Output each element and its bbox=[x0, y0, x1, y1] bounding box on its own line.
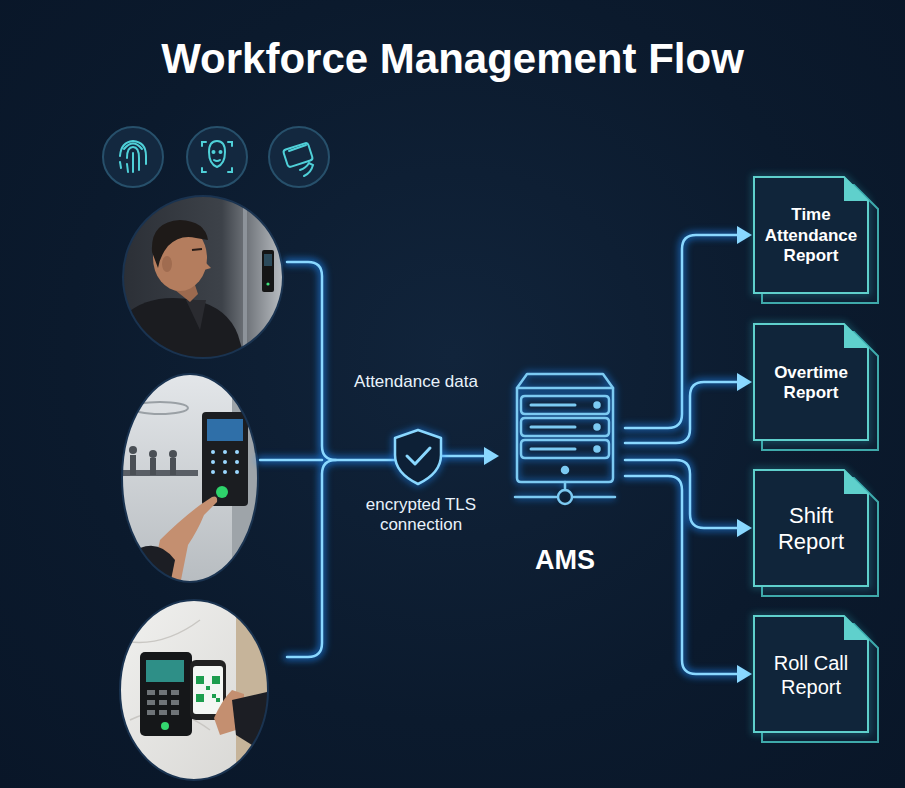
server-part bbox=[521, 440, 609, 458]
server-part bbox=[517, 387, 613, 390]
document-fold bbox=[844, 177, 868, 201]
photo-frame bbox=[122, 374, 258, 582]
connector-line bbox=[625, 382, 739, 443]
flow-label: Attendance data bbox=[351, 372, 481, 392]
node-text: Overtime Report bbox=[758, 330, 864, 436]
report-title: Roll Call Report bbox=[758, 651, 864, 699]
connector-line bbox=[625, 476, 739, 674]
server-part bbox=[517, 385, 613, 391]
server-lines bbox=[515, 374, 615, 504]
report-document: Shift Report bbox=[752, 468, 870, 588]
report-document: Roll Call Report bbox=[752, 614, 870, 734]
server-led bbox=[595, 447, 600, 452]
document-shape bbox=[752, 322, 870, 442]
server-node bbox=[562, 467, 568, 473]
photo-face-scan bbox=[118, 192, 290, 362]
node-text: Shift Report bbox=[758, 476, 864, 582]
server-glow bbox=[515, 374, 615, 497]
node-text: Roll Call Report bbox=[758, 622, 864, 728]
server-part bbox=[521, 396, 609, 414]
report-title: Time Attendance Report bbox=[758, 205, 864, 266]
server-led bbox=[595, 425, 600, 430]
document-front bbox=[754, 177, 868, 293]
document-glow bbox=[754, 616, 868, 732]
server-label: AMS bbox=[505, 544, 625, 576]
biometric-icons bbox=[103, 127, 329, 187]
server-part bbox=[521, 440, 609, 458]
server-icon bbox=[505, 366, 625, 516]
server-node bbox=[558, 490, 572, 504]
arrowhead bbox=[737, 373, 752, 391]
server-part bbox=[521, 418, 609, 436]
document-glow bbox=[754, 177, 868, 293]
server-slot bbox=[531, 448, 575, 451]
report-document: Overtime Report bbox=[752, 322, 870, 442]
connector-glow bbox=[625, 476, 739, 674]
server-part bbox=[521, 396, 609, 414]
node-text: Time Attendance Report bbox=[758, 183, 864, 289]
arrowhead bbox=[737, 519, 752, 537]
diagram-title: Workforce Management Flow bbox=[0, 34, 905, 84]
connector-glow bbox=[625, 235, 739, 428]
server-node: AMS bbox=[505, 366, 625, 584]
photo-frame bbox=[120, 600, 268, 780]
connector bbox=[625, 460, 752, 537]
arrowhead bbox=[737, 226, 752, 244]
document-glow bbox=[754, 324, 868, 440]
photo-qr-terminal bbox=[118, 598, 276, 783]
server-part bbox=[515, 496, 615, 499]
node-text: AMS bbox=[505, 540, 625, 580]
document-front bbox=[754, 470, 868, 586]
connector bbox=[625, 476, 752, 683]
document-fold bbox=[844, 324, 868, 348]
photo-frame bbox=[123, 196, 283, 358]
connector bbox=[625, 373, 752, 443]
connector-line bbox=[625, 235, 739, 428]
flow-label: encrypted TLS connection bbox=[346, 495, 496, 536]
server-part bbox=[515, 494, 615, 500]
server-part bbox=[521, 418, 609, 436]
document-front bbox=[754, 324, 868, 440]
photo-keypad bbox=[118, 370, 263, 585]
document-fold bbox=[844, 470, 868, 494]
document-shape bbox=[752, 468, 870, 588]
server-slot bbox=[531, 404, 575, 407]
input-wires bbox=[260, 262, 499, 657]
arrowhead bbox=[737, 665, 752, 683]
document-glow bbox=[754, 470, 868, 586]
server-slot bbox=[531, 426, 575, 429]
server-led bbox=[595, 403, 600, 408]
shield-icon bbox=[395, 430, 441, 484]
server-part bbox=[517, 374, 613, 482]
report-title: Overtime Report bbox=[758, 363, 864, 404]
server-part bbox=[517, 374, 613, 482]
document-front bbox=[754, 616, 868, 732]
report-title: Shift Report bbox=[758, 503, 864, 556]
report-document: Time Attendance Report bbox=[752, 175, 870, 295]
document-fold bbox=[844, 616, 868, 640]
connector-glow bbox=[625, 382, 739, 443]
